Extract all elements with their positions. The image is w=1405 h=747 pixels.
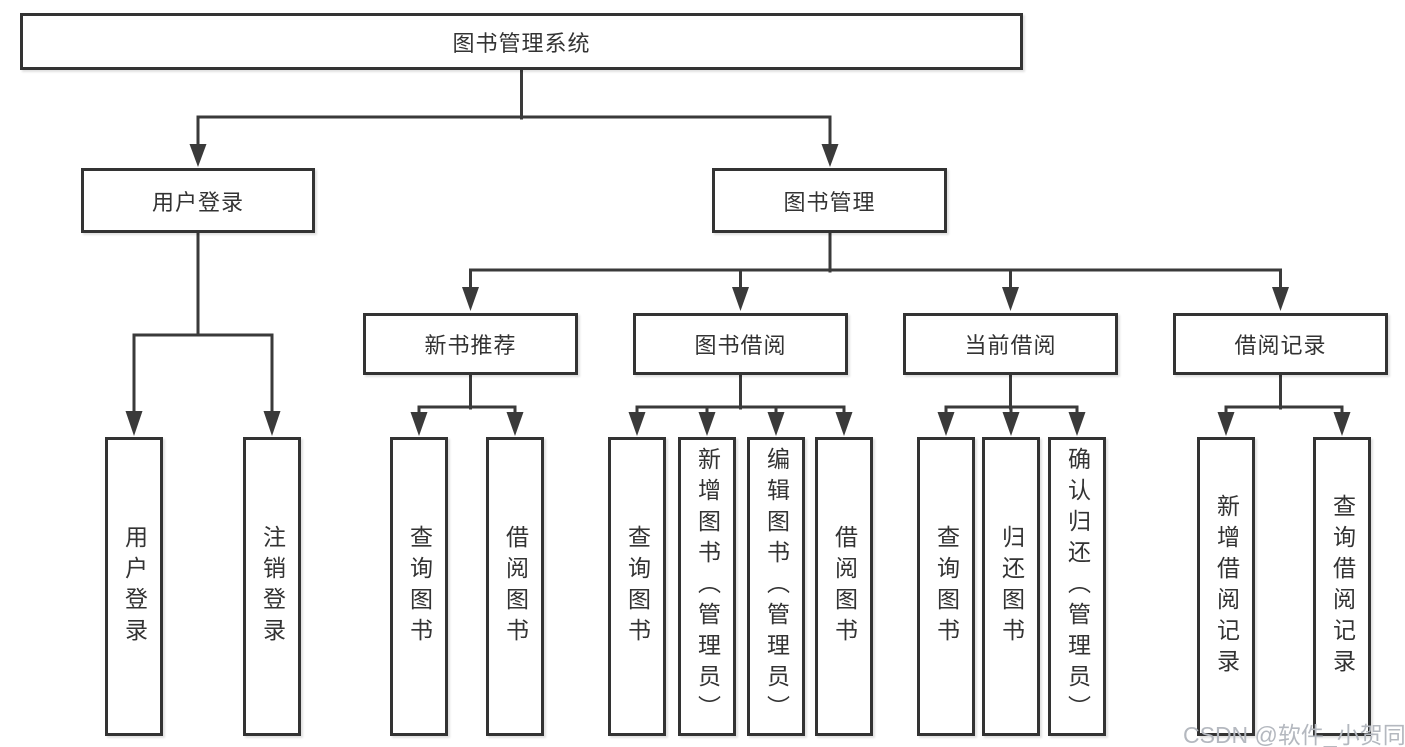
leaf-query-books-borrow: 查询图书 — [608, 437, 666, 736]
leaf-logout: 注销登录 — [243, 437, 301, 736]
leaf-query-borrow-record: 查询借阅记录 — [1313, 437, 1371, 736]
leaf-query-books-recommend: 查询图书 — [390, 437, 448, 736]
node-current-borrowing: 当前借阅 — [903, 313, 1118, 375]
node-label: 用户登录 — [151, 189, 244, 215]
node-label: 归还图书 — [998, 524, 1025, 649]
node-label: 借阅记录 — [1234, 333, 1327, 358]
node-label: 查询图书 — [406, 524, 433, 649]
node-book-management: 图书管理 — [712, 168, 947, 233]
node-label: 编辑图书（管理员） — [763, 447, 790, 726]
leaf-query-books-current: 查询图书 — [917, 437, 975, 736]
node-label: 图书借阅 — [694, 333, 787, 358]
node-book-borrowing: 图书借阅 — [633, 313, 848, 375]
node-label: 用户登录 — [121, 524, 148, 649]
node-label: 图书管理系统 — [452, 30, 591, 56]
node-label: 新增图书（管理员） — [694, 447, 721, 726]
node-user-login: 用户登录 — [81, 168, 315, 233]
leaf-borrow-books: 借阅图书 — [815, 437, 873, 736]
node-label: 查询借阅记录 — [1329, 493, 1356, 680]
csdn-watermark: CSDN @软件_小贺同学 — [1183, 722, 1405, 747]
node-label: 查询图书 — [624, 524, 651, 649]
node-label: 借阅图书 — [502, 524, 529, 649]
node-borrowing-records: 借阅记录 — [1173, 313, 1388, 375]
node-label: 注销登录 — [259, 524, 286, 649]
node-label: 当前借阅 — [964, 333, 1057, 358]
node-label: 确认归还（管理员） — [1064, 447, 1091, 726]
leaf-return-book: 归还图书 — [982, 437, 1040, 736]
leaf-borrow-books-recommend: 借阅图书 — [486, 437, 544, 736]
node-label: 新书推荐 — [424, 333, 517, 358]
node-label: 查询图书 — [933, 524, 960, 649]
leaf-add-borrow-record: 新增借阅记录 — [1197, 437, 1255, 736]
node-label: 图书管理 — [783, 189, 876, 215]
node-label: 借阅图书 — [831, 524, 858, 649]
node-library-system: 图书管理系统 — [20, 13, 1023, 70]
leaf-edit-book-admin: 编辑图书（管理员） — [747, 437, 805, 736]
leaf-add-book-admin: 新增图书（管理员） — [678, 437, 736, 736]
node-new-book-recommendation: 新书推荐 — [363, 313, 578, 375]
node-label: 新增借阅记录 — [1213, 493, 1240, 680]
leaf-confirm-return-admin: 确认归还（管理员） — [1048, 437, 1106, 736]
leaf-user-login: 用户登录 — [105, 437, 163, 736]
